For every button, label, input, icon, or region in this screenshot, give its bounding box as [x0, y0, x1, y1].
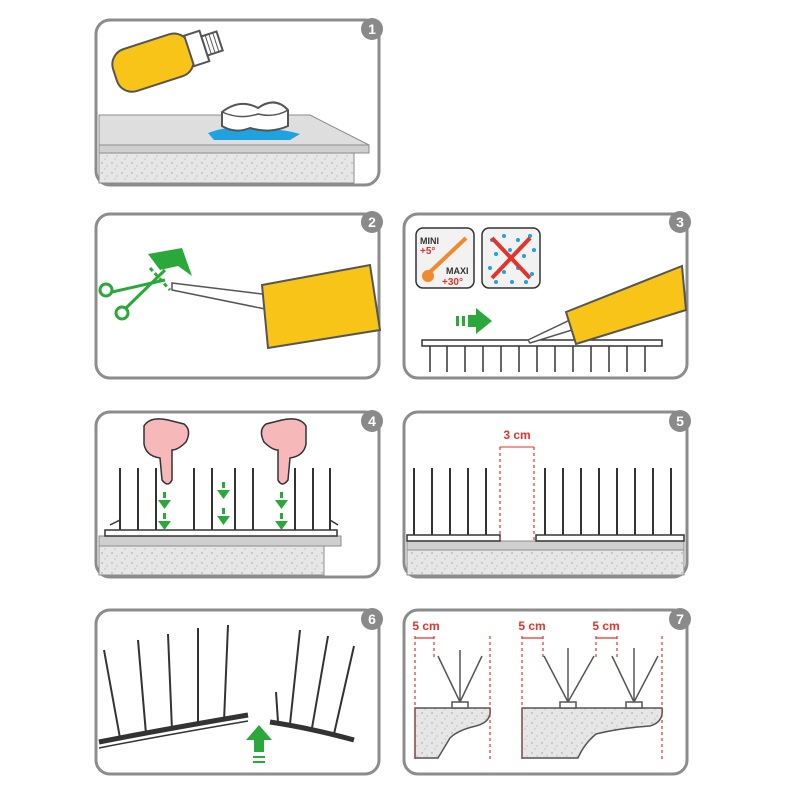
step-4-number: 4 [368, 413, 376, 429]
concrete-slab-icon [98, 535, 342, 576]
step-2-panel: 2 [94, 211, 383, 380]
hand-left-icon [143, 418, 190, 485]
cleaning-bottle-icon [111, 29, 224, 93]
step-5-badge: 5 [669, 410, 691, 432]
hand-right-icon [260, 418, 307, 485]
step-4-badge: 4 [361, 410, 383, 432]
press-arrows-icon [158, 482, 288, 530]
step-6-number: 6 [368, 611, 376, 627]
step-3-number: 3 [676, 214, 684, 230]
step-6-badge: 6 [361, 608, 383, 630]
bent-strip-left-icon [98, 624, 249, 749]
concrete-slab-icon [406, 540, 685, 576]
glue-cartridge-icon [171, 263, 382, 350]
edge-guides-icon [414, 636, 663, 760]
spike-bird-left-icon [437, 650, 483, 709]
step-7-panel: 7 [402, 608, 691, 776]
edge-label-1: 5 cm [412, 619, 439, 633]
glue-cartridge-icon [526, 264, 688, 346]
bent-strip-right-icon [269, 629, 355, 743]
edge-label-3: 5 cm [592, 619, 619, 633]
thermometer-icon: MINI +5° MAXI +30° [415, 227, 475, 289]
spike-strip-right-icon [535, 468, 685, 542]
no-rain-icon [481, 227, 541, 289]
step-6-panel: 6 [94, 608, 383, 776]
step-7-number: 7 [676, 611, 684, 627]
concrete-slab-icon [98, 114, 370, 184]
temp-max-label: MAXI [446, 266, 469, 276]
step-1-panel: 1 [94, 18, 383, 187]
gap-measure-icon [499, 446, 535, 540]
edge-label-2: 5 cm [518, 619, 545, 633]
step-2-number: 2 [368, 214, 376, 230]
step-5-number: 5 [676, 413, 684, 429]
bend-arrow-icon [246, 725, 272, 763]
spike-strip-left-icon [406, 468, 501, 542]
gap-label: 3 cm [503, 428, 530, 442]
ledge-profile-left-icon [414, 707, 491, 759]
step-3-badge: 3 [669, 211, 691, 233]
temp-max-value: +30° [442, 277, 463, 288]
scissors-icon [98, 266, 172, 321]
temp-min-value: +5° [420, 246, 435, 257]
step-7-badge: 7 [669, 608, 691, 630]
temp-min-label: MINI [420, 236, 439, 246]
spike-strip-icon [421, 339, 663, 372]
step-2-badge: 2 [361, 211, 383, 233]
step-1-badge: 1 [361, 18, 383, 40]
spike-bird-right-a-icon [543, 648, 595, 709]
step-4-panel: 4 [94, 410, 383, 579]
step-1-number: 1 [368, 21, 376, 37]
sponge-icon [208, 101, 300, 140]
direction-arrow-icon [456, 308, 492, 334]
step-5-panel: 5 3 cm [402, 410, 691, 579]
spike-bird-right-b-icon [611, 648, 659, 709]
step-3-panel: 3 MINI +5° MAXI +30° [402, 211, 691, 380]
ledge-profile-right-icon [521, 707, 663, 759]
spike-row-icon [104, 468, 339, 537]
cut-arrow-icon [148, 248, 192, 276]
